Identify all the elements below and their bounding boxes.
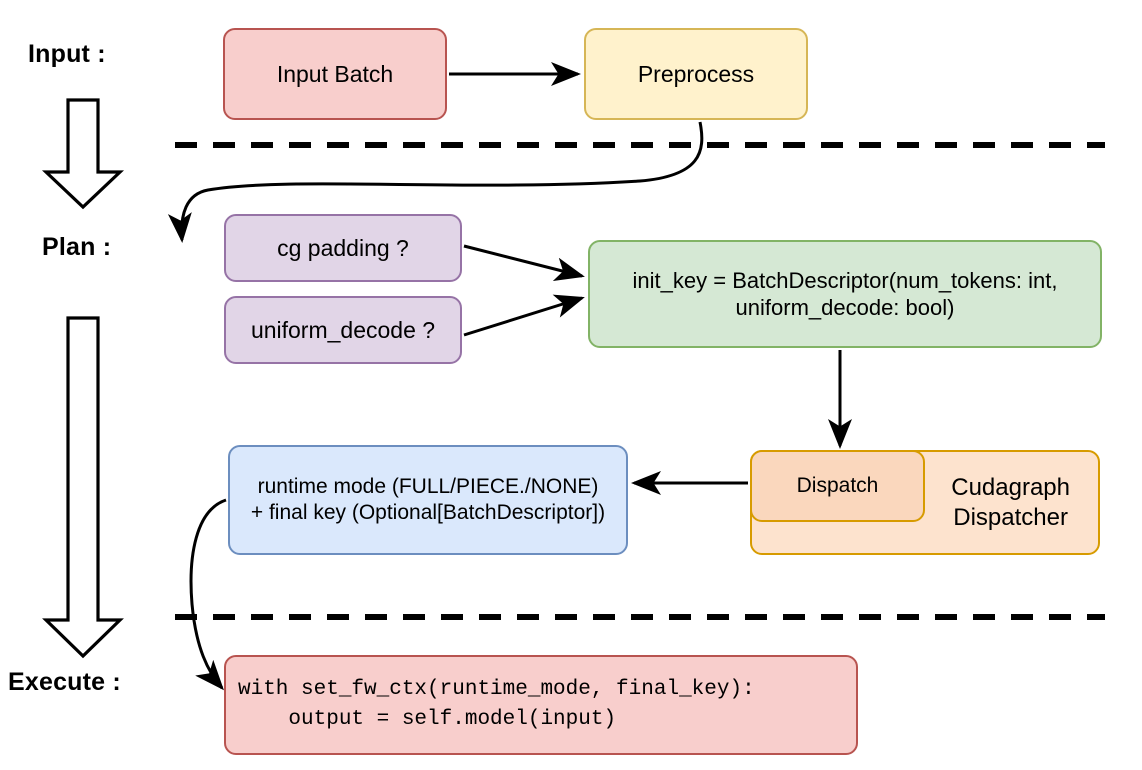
stage-label-execute: Execute : (8, 668, 121, 696)
node-cudagraph-dispatcher-text: Cudagraph Dispatcher (951, 473, 1070, 533)
node-init-key-line2: uniform_decode: bool) (735, 295, 955, 320)
node-runtime-mode-text: runtime mode (FULL/PIECE./NONE) + final … (251, 474, 605, 527)
node-cg-padding-label: cg padding ? (277, 234, 409, 261)
node-input-batch-label: Input Batch (276, 60, 394, 87)
node-init-key-line1: init_key = BatchDescriptor(num_tokens: i… (632, 267, 1058, 293)
node-dispatch[interactable]: Dispatch (750, 450, 925, 522)
node-uniform-decode[interactable]: uniform_decode ? (224, 296, 462, 364)
stage-flow-arrow-plan-to-execute (42, 316, 124, 659)
node-runtime-mode-line1: runtime mode (FULL/PIECE./NONE) (257, 474, 599, 498)
node-cg-padding[interactable]: cg padding ? (224, 214, 462, 282)
edge-preprocess-to-cg-padding (167, 121, 704, 243)
node-init-key[interactable]: init_key = BatchDescriptor(num_tokens: i… (588, 240, 1102, 348)
node-preprocess[interactable]: Preprocess (584, 28, 808, 120)
node-runtime-mode[interactable]: runtime mode (FULL/PIECE./NONE) + final … (228, 445, 628, 555)
node-cudagraph-dispatcher-line2: Dispatcher (953, 503, 1068, 531)
node-code-block-line1: with set_fw_ctx(runtime_mode, final_key)… (238, 677, 755, 701)
node-uniform-decode-label: uniform_decode ? (250, 316, 436, 343)
edge-cg-padding-to-init-key (463, 244, 585, 281)
stage-flow-arrow-input-to-plan (41, 98, 125, 210)
node-dispatch-label: Dispatch (796, 473, 879, 497)
stage-label-input: Input : (28, 40, 106, 68)
node-code-block[interactable]: with set_fw_ctx(runtime_mode, final_key)… (224, 655, 858, 755)
node-preprocess-label: Preprocess (637, 60, 755, 87)
node-init-key-text: init_key = BatchDescriptor(num_tokens: i… (633, 267, 1058, 322)
node-code-block-text: with set_fw_ctx(runtime_mode, final_key)… (238, 675, 755, 736)
node-code-block-line2: output = self.model(input) (238, 708, 617, 731)
stage-label-plan: Plan : (42, 233, 112, 261)
node-runtime-mode-line2: + final key (Optional[BatchDescriptor]) (250, 501, 606, 524)
edge-runtime-mode-to-code (189, 498, 227, 691)
node-input-batch[interactable]: Input Batch (223, 28, 447, 120)
edge-uniform-decode-to-init-key (463, 294, 585, 337)
node-cudagraph-dispatcher-line1: Cudagraph (951, 473, 1070, 501)
